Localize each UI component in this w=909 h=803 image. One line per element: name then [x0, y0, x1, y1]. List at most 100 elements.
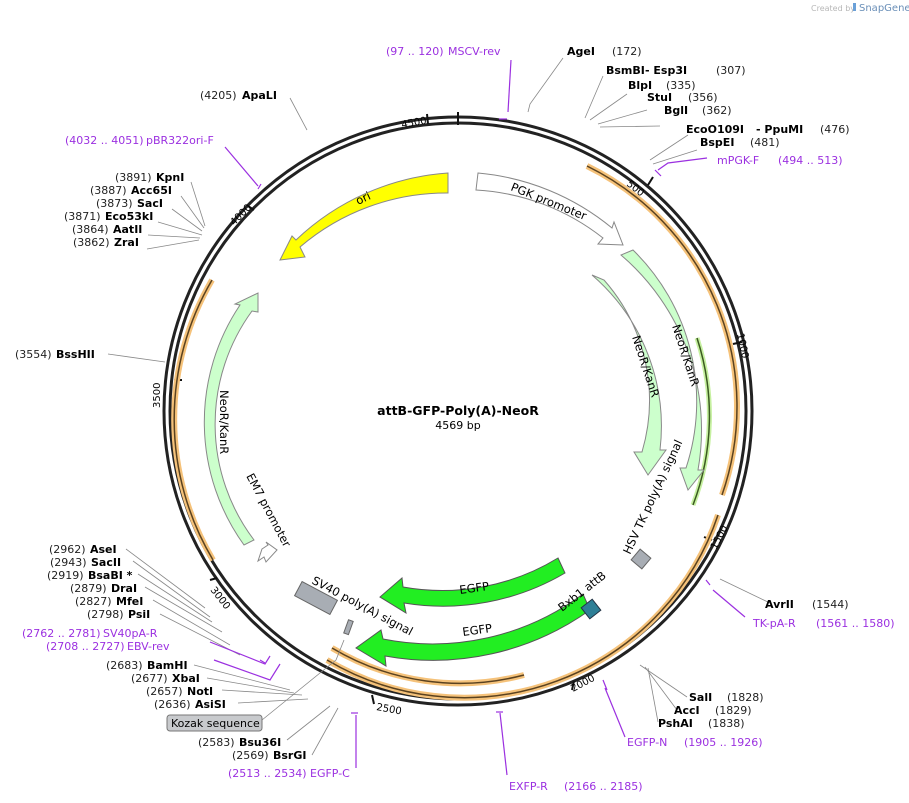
feature-pgk-promoter[interactable]: PGK promoter: [475, 172, 624, 246]
primer-ebv-rev[interactable]: (2708 .. 2727) EBV-rev: [46, 640, 170, 653]
site-acci[interactable]: AccI (1829): [674, 704, 752, 717]
svg-text:(1561 .. 1580): (1561 .. 1580): [816, 617, 895, 630]
svg-text:XbaI: XbaI: [172, 672, 200, 685]
site-noti[interactable]: (2657) NotI: [146, 685, 213, 698]
svg-text:pBR322ori-F: pBR322ori-F: [146, 134, 214, 147]
site-bsrgi[interactable]: (2569) BsrGI: [232, 749, 306, 762]
svg-text:AseI: AseI: [90, 543, 117, 556]
svg-text:- PpuMI: - PpuMI: [756, 123, 803, 136]
site-stui[interactable]: StuI (356): [647, 91, 718, 104]
site-ecoo109i[interactable]: EcoO109I - PpuMI (476): [686, 123, 850, 136]
svg-text:TK-pA-R: TK-pA-R: [752, 617, 796, 630]
site-bsu36i[interactable]: (2583) Bsu36I: [198, 736, 281, 749]
site-bspei[interactable]: BspEI (481): [700, 136, 780, 149]
kozak-sequence-badge[interactable]: Kozak sequence: [166, 714, 263, 732]
created-by-text: Created by: [811, 4, 855, 13]
site-agei[interactable]: AgeI (172): [567, 45, 642, 58]
snapgene-logo-icon: [853, 3, 856, 11]
svg-text:3000: 3000: [208, 585, 232, 612]
svg-text:EGFP-C: EGFP-C: [310, 767, 350, 780]
site-apali[interactable]: (4205) ApaLI: [200, 89, 277, 102]
site-bgli[interactable]: BglI (362): [664, 104, 732, 117]
site-avrii[interactable]: AvrII (1544): [765, 598, 849, 611]
primer-mpgk-f[interactable]: mPGK-F (494 .. 513): [717, 154, 843, 167]
svg-text:KpnI: KpnI: [156, 171, 184, 184]
orf-arcs: [171, 163, 740, 701]
primer-tk-pa-r[interactable]: TK-pA-R (1561 .. 1580): [752, 617, 895, 630]
feature-ori[interactable]: ori: [279, 172, 449, 261]
plasmid-name: attB-GFP-Poly(A)-NeoR: [377, 403, 539, 418]
svg-text:(356): (356): [688, 91, 718, 104]
primer-mscv-rev[interactable]: (97 .. 120) MSCV-rev: [386, 45, 501, 58]
svg-text:(2683): (2683): [106, 659, 143, 672]
snapgene-watermark[interactable]: Created by SnapGene: [811, 3, 909, 14]
svg-text:(1905 .. 1926): (1905 .. 1926): [684, 736, 763, 749]
site-sacii[interactable]: (2943) SacII: [50, 556, 121, 569]
site-asei[interactable]: (2962) AseI: [49, 543, 117, 556]
svg-text:(4032 .. 4051): (4032 .. 4051): [65, 134, 144, 147]
svg-text:(481): (481): [750, 136, 780, 149]
svg-text:NotI: NotI: [187, 685, 213, 698]
site-kpni[interactable]: (3891) KpnI: [115, 171, 184, 184]
svg-text:(172): (172): [612, 45, 642, 58]
svg-text:Eco53kI: Eco53kI: [105, 210, 153, 223]
svg-text:PsiI: PsiI: [128, 608, 150, 621]
site-blpi[interactable]: BlpI (335): [628, 79, 696, 92]
site-pshai[interactable]: PshAI (1838): [658, 717, 745, 730]
svg-text:DraI: DraI: [111, 582, 137, 595]
svg-text:(4205): (4205): [200, 89, 237, 102]
site-drai[interactable]: (2879) DraI: [70, 582, 137, 595]
svg-text:(2583): (2583): [198, 736, 235, 749]
feature-egfp-inner[interactable]: EGFP: [355, 593, 591, 667]
site-acc65i[interactable]: (3887) Acc65I: [90, 184, 172, 197]
feature-egfp-outer[interactable]: EGFP: [379, 557, 566, 615]
site-xbai[interactable]: (2677) XbaI: [131, 672, 200, 685]
svg-text:(2827): (2827): [75, 595, 112, 608]
neor-label-2: NeoR/KanR: [629, 334, 662, 399]
svg-text:2500: 2500: [375, 702, 402, 717]
svg-text:SacII: SacII: [91, 556, 121, 569]
svg-text:BssHII: BssHII: [56, 348, 95, 361]
primer-sv40pa-r[interactable]: (2762 .. 2781) SV40pA-R: [22, 627, 158, 640]
primer-pbr322ori-f[interactable]: (4032 .. 4051) pBR322ori-F: [65, 134, 214, 147]
svg-text:(494 .. 513): (494 .. 513): [778, 154, 843, 167]
feature-em7-promoter[interactable]: EM7 promoter: [243, 471, 294, 563]
site-aatii[interactable]: (3864) AatII: [72, 223, 142, 236]
site-sali[interactable]: SalI (1828): [689, 691, 764, 704]
svg-text:mPGK-F: mPGK-F: [717, 154, 759, 167]
site-saci[interactable]: (3873) SacI: [96, 197, 163, 210]
ori-label: ori: [353, 189, 372, 208]
enzyme-labels-right: AgeI (172) BsmBI - Esp3I (307) BlpI (335…: [567, 45, 850, 730]
site-bamhi[interactable]: (2683) BamHI: [106, 659, 188, 672]
site-mfei[interactable]: (2827) MfeI: [75, 595, 143, 608]
egfp-label-1: EGFP: [458, 579, 489, 597]
svg-text:(3554): (3554): [15, 348, 52, 361]
primer-egfp-n[interactable]: EGFP-N (1905 .. 1926): [627, 736, 763, 749]
svg-text:(2166 .. 2185): (2166 .. 2185): [564, 780, 643, 793]
site-zrai[interactable]: (3862) ZraI: [73, 236, 139, 249]
site-psii[interactable]: (2798) PsiI: [87, 608, 150, 621]
svg-text:BglI: BglI: [664, 104, 688, 117]
site-asisi[interactable]: (2636) AsiSI: [154, 698, 226, 711]
svg-text:AccI: AccI: [674, 704, 700, 717]
svg-text:(97 .. 120): (97 .. 120): [386, 45, 444, 58]
site-bsshii[interactable]: (3554) BssHII: [15, 348, 95, 361]
site-bsabi[interactable]: (2919) BsaBI *: [47, 569, 133, 582]
feature-neor-left[interactable]: NeoR/KanR: [203, 292, 259, 546]
svg-text:(1544): (1544): [812, 598, 849, 611]
svg-text:(1828): (1828): [727, 691, 764, 704]
svg-text:(335): (335): [666, 79, 696, 92]
primer-egfp-c[interactable]: (2513 .. 2534) EGFP-C: [228, 767, 350, 780]
svg-text:MSCV-rev: MSCV-rev: [448, 45, 501, 58]
primer-exfp-r[interactable]: EXFP-R (2166 .. 2185): [509, 780, 643, 793]
svg-text:(307): (307): [716, 64, 746, 77]
svg-text:BlpI: BlpI: [628, 79, 652, 92]
feature-neor-inner[interactable]: NeoR/KanR: [591, 274, 667, 476]
svg-text:(476): (476): [820, 123, 850, 136]
svg-text:EXFP-R: EXFP-R: [509, 780, 548, 793]
site-bsmbi[interactable]: BsmBI - Esp3I (307): [606, 64, 746, 77]
enzyme-labels-left: (4205) ApaLI (3891) KpnI (3887) Acc65I (…: [15, 89, 306, 762]
neor-label-3: NeoR/KanR: [217, 390, 231, 454]
site-eco53ki[interactable]: (3871) Eco53kI: [64, 210, 153, 223]
